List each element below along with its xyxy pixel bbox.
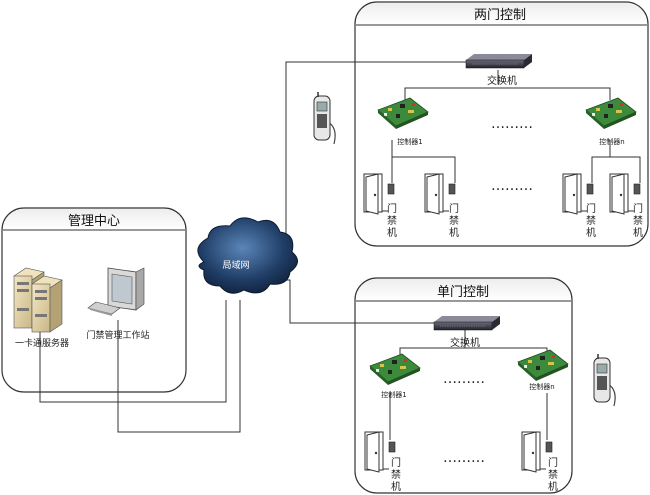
lan-cloud: 局域网 xyxy=(197,217,298,294)
switch-two-door: 交换机 xyxy=(465,53,533,87)
handheld-phone-bottom xyxy=(593,353,616,407)
svg-text:禁: 禁 xyxy=(633,215,643,227)
lan-label: 局域网 xyxy=(222,259,249,271)
network-wiring xyxy=(39,61,641,440)
svg-text:门: 门 xyxy=(548,456,558,469)
switch-single-door: 交换机 xyxy=(433,315,501,349)
controller-1-single-door: 控制器1 xyxy=(369,353,421,399)
controller-label-last-two-door: 控制器n xyxy=(599,137,624,146)
svg-text:门: 门 xyxy=(633,202,643,215)
controller-n-two-door: 控制器n xyxy=(585,97,637,146)
svg-text:门: 门 xyxy=(387,202,397,215)
svg-text:禁: 禁 xyxy=(449,215,459,227)
management-workstation: 门禁管理工作站 xyxy=(86,267,150,341)
ellipsis-doors-two-door: ……… xyxy=(491,178,533,194)
svg-text:机: 机 xyxy=(387,226,397,239)
svg-text:机: 机 xyxy=(633,226,643,239)
svg-text:机: 机 xyxy=(586,226,596,239)
svg-text:机: 机 xyxy=(548,480,558,493)
door-unit-1: 门 禁 机 xyxy=(363,173,397,239)
svg-text:禁: 禁 xyxy=(586,215,596,227)
door-unit-2: 门 禁 机 xyxy=(424,173,459,239)
svg-text:禁: 禁 xyxy=(387,215,397,227)
controller-1-two-door: 控制器1 xyxy=(377,97,429,146)
ellipsis-doors-single-door: ……… xyxy=(443,450,485,466)
controller-label-first-two-door: 控制器1 xyxy=(397,137,422,146)
switch-label-two-door: 交换机 xyxy=(487,74,517,87)
switch-label-single-door: 交换机 xyxy=(450,336,480,349)
controller-label-first-single-door: 控制器1 xyxy=(381,390,406,399)
ellipsis-controllers-single-door: ……… xyxy=(443,371,485,387)
door-unit-single-2: 门 禁 机 xyxy=(521,431,558,493)
panel-title-single-door: 单门控制 xyxy=(437,285,489,300)
panel-single-door: 单门控制 xyxy=(354,277,573,494)
door-unit-3: 门 禁 机 xyxy=(562,173,596,239)
svg-text:门: 门 xyxy=(586,202,596,215)
svg-text:门: 门 xyxy=(391,456,401,469)
controller-label-last-single-door: 控制器n xyxy=(529,382,554,391)
handheld-phone-top xyxy=(313,91,336,145)
panel-title-two-door: 两门控制 xyxy=(474,8,526,23)
svg-text:机: 机 xyxy=(449,226,459,239)
server-label: 一卡通服务器 xyxy=(15,337,69,349)
panel-management: 管理中心 xyxy=(1,207,187,393)
door-unit-4: 门 禁 机 xyxy=(609,173,643,239)
panel-title-management: 管理中心 xyxy=(68,214,120,229)
svg-text:禁: 禁 xyxy=(391,469,401,481)
svg-text:机: 机 xyxy=(391,480,401,493)
door-unit-single-1: 门 禁 机 xyxy=(364,431,401,493)
svg-text:禁: 禁 xyxy=(548,469,558,481)
card-server: 一卡通服务器 xyxy=(13,267,69,349)
ellipsis-controllers-two-door: ……… xyxy=(491,116,533,132)
controller-n-single-door: 控制器n xyxy=(517,349,569,391)
workstation-label: 门禁管理工作站 xyxy=(86,329,149,341)
svg-text:门: 门 xyxy=(449,202,459,215)
